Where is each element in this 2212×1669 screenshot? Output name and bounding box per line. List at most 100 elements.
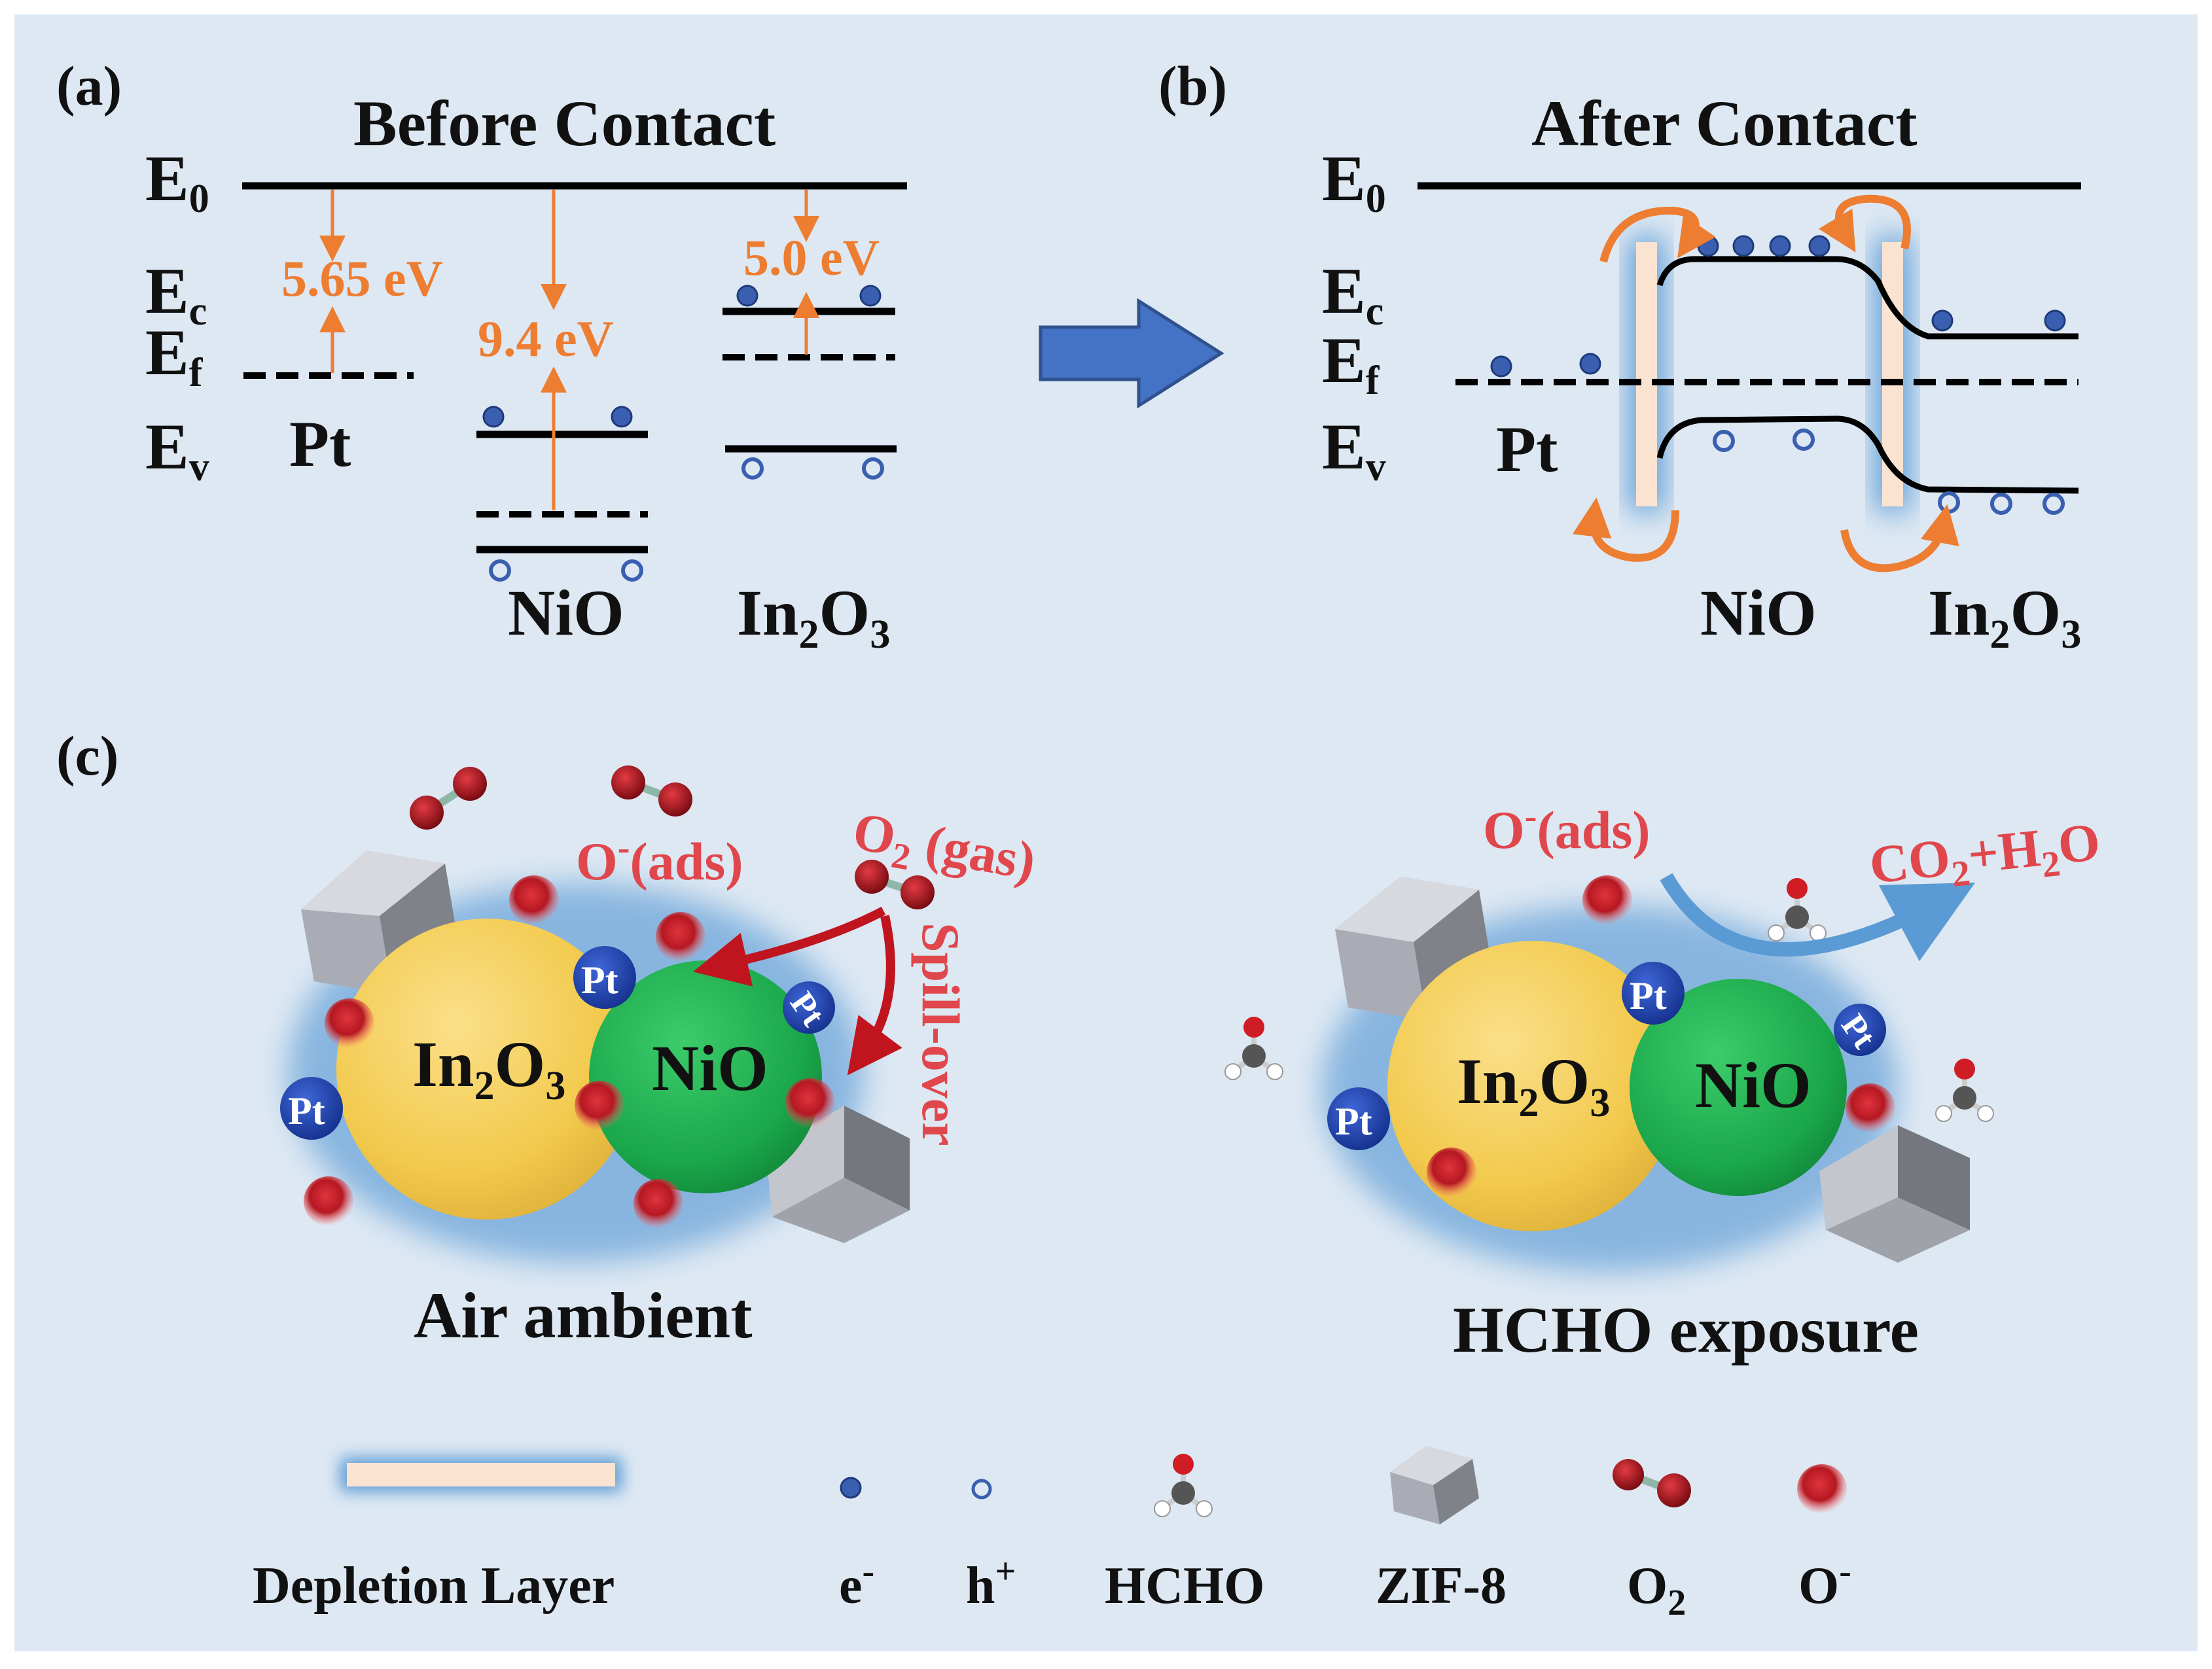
transition-arrow	[1039, 298, 1224, 409]
nio-particle	[1630, 979, 1847, 1196]
nio-hole	[489, 559, 511, 582]
panel-a-label: (a)	[56, 54, 122, 117]
spillover-label: Spill-over	[911, 922, 971, 1146]
zif8-crystal	[1819, 1125, 1970, 1263]
panel-a: (a) Before Contact E0 Ec Ef Ev Pt 5.65 e…	[56, 54, 907, 657]
nio-electron-b	[1732, 235, 1755, 257]
nio-hole-b	[1713, 430, 1735, 452]
o-minus-ion	[575, 1081, 624, 1131]
reaction-arrow	[1660, 873, 1976, 962]
pt-nanoparticle	[1622, 962, 1685, 1025]
pt-label-b: Pt	[1496, 413, 1558, 485]
label-ef: Ef	[145, 316, 204, 395]
pt-nanoparticle	[573, 946, 636, 1009]
nio-particle-label: NiO	[1695, 1049, 1811, 1121]
nio-label-b: NiO	[1700, 576, 1817, 649]
panel-c-label: (c)	[56, 724, 118, 787]
legend-o2-label: O2	[1627, 1557, 1686, 1623]
o-minus-ion	[304, 1176, 353, 1226]
o-minus-ion	[325, 998, 374, 1048]
nio-electron	[611, 406, 633, 428]
spillover-arrow	[693, 906, 886, 987]
pt-label: Pt	[288, 1089, 325, 1133]
pt-label: Pt	[581, 958, 618, 1002]
nio-hole-b	[1793, 429, 1815, 451]
in2o3-hole-b	[2043, 493, 2065, 515]
in2o3-electron	[736, 285, 758, 307]
o-minus-ion	[656, 912, 705, 962]
legend: Depletion Layer e- h+ HCHO ZIF-8 O2	[253, 1446, 1851, 1623]
nio-energy: 9.4 eV	[478, 310, 614, 367]
scene-air-ambient: In2O3 NiO Pt Pt Pt O-(a	[280, 765, 1040, 1352]
o2-molecule	[410, 767, 487, 830]
hole-flow-arrow	[1572, 497, 1679, 562]
hcho-molecule	[1935, 1059, 1994, 1122]
o2-molecule	[855, 860, 935, 909]
panel-b-label: (b)	[1158, 54, 1227, 117]
o-minus-ion	[633, 1179, 683, 1229]
in2o3-electron	[859, 285, 882, 307]
figure-background	[14, 14, 2198, 1651]
pt-nanoparticle	[280, 1077, 343, 1140]
caption-air-ambient: Air ambient	[414, 1279, 753, 1352]
depletion-layer-left	[1636, 242, 1657, 506]
in2o3-hole	[862, 457, 884, 480]
o-minus-ion	[1582, 875, 1632, 925]
valence-band-b	[1656, 415, 2079, 494]
hcho-molecule	[1768, 878, 1827, 941]
nio-electron	[482, 406, 505, 428]
pt-label: Pt	[1630, 974, 1667, 1017]
pt-label-a: Pt	[289, 408, 351, 480]
in2o3-energy: 5.0 eV	[743, 229, 880, 286]
nio-label-a: NiO	[508, 576, 624, 649]
scene-hcho-exposure: In2O3 NiO Pt Pt Pt	[1224, 796, 2103, 1366]
electron-flow-arrow	[1599, 206, 1716, 263]
in2o3-label-b: In2O3	[1928, 576, 2081, 657]
o-minus-ion	[785, 1078, 835, 1128]
legend-depletion-swatch	[347, 1463, 615, 1486]
legend-electron-symbol	[840, 1477, 862, 1499]
oads-label-right: O-(ads)	[1483, 796, 1650, 860]
nio-electron-b	[1697, 235, 1719, 257]
o-minus-ion	[509, 875, 559, 925]
caption-hcho-exposure: HCHO exposure	[1453, 1293, 1919, 1366]
pt-electron	[1490, 355, 1512, 378]
spillover-arrow	[847, 915, 902, 1076]
pt-nanoparticle	[1834, 1004, 1886, 1056]
legend-o-minus-symbol	[1797, 1464, 1847, 1514]
products-label: CO2+H2O	[1866, 811, 2103, 903]
oads-label-left: O-(ads)	[576, 828, 743, 891]
in2o3-hole	[741, 457, 764, 480]
legend-hcho-label: HCHO	[1105, 1557, 1264, 1615]
legend-hcho-symbol	[1154, 1454, 1213, 1517]
pt-nanoparticle	[783, 981, 835, 1034]
label-ec: Ec	[145, 255, 207, 334]
legend-o2-symbol	[1613, 1459, 1691, 1507]
label-e0: E0	[145, 142, 209, 221]
legend-depletion-label: Depletion Layer	[253, 1557, 615, 1615]
hcho-molecule	[1224, 1017, 1283, 1080]
legend-o-minus-label: O-	[1798, 1551, 1851, 1615]
nio-particle	[589, 960, 822, 1193]
legend-zif8-label: ZIF-8	[1376, 1557, 1507, 1615]
in2o3-electron-b	[2044, 309, 2066, 332]
in2o3-particle-label: In2O3	[412, 1028, 565, 1108]
in2o3-label-a: In2O3	[737, 576, 890, 657]
pt-electron	[1579, 353, 1601, 375]
label-ec-b: Ec	[1322, 255, 1383, 334]
in2o3-particle	[336, 919, 637, 1220]
conduction-band-b	[1656, 256, 2078, 340]
label-e0-b: E0	[1322, 142, 1386, 221]
legend-zif8-symbol	[1390, 1446, 1479, 1524]
hole-flow-arrow	[1840, 504, 1959, 572]
o-minus-ion	[1846, 1083, 1895, 1133]
nio-hole	[621, 559, 643, 582]
o2-molecule	[611, 765, 692, 817]
legend-hole-label: h+	[966, 1551, 1016, 1615]
o-minus-ion	[1427, 1148, 1476, 1197]
legend-electron-label: e-	[839, 1551, 874, 1615]
nio-electron-b	[1769, 235, 1791, 257]
label-ev-b: Ev	[1322, 410, 1386, 489]
